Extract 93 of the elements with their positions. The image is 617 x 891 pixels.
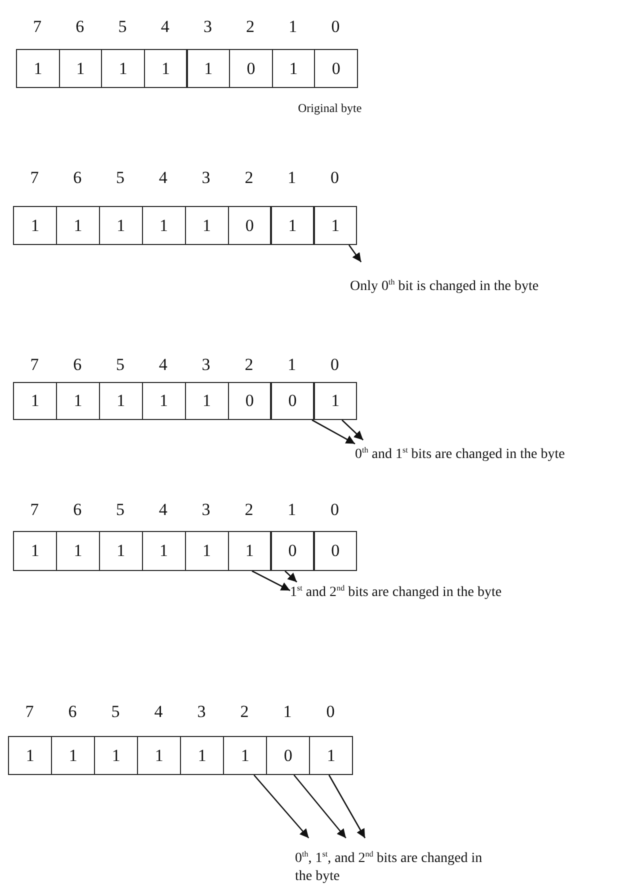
bit-cell: 1 — [180, 736, 224, 775]
bit-cell: 0 — [228, 206, 272, 245]
bit-index: 4 — [158, 168, 168, 188]
arrow — [252, 570, 290, 592]
bit-cell: 1 — [272, 49, 316, 88]
bit-index: 0 — [329, 500, 340, 520]
bit-cell: 1 — [56, 531, 100, 571]
bit-cell: 1 — [186, 49, 230, 88]
bit-cell: 1 — [94, 736, 138, 775]
annotation-text: Only 0$^{th}$ bit is changed in the byte — [350, 278, 540, 296]
bit-index: 7 — [29, 168, 40, 188]
caption-text: Original byte — [298, 100, 362, 116]
bit-cell: 1 — [56, 382, 100, 420]
bit-index: 1 — [286, 168, 298, 188]
bit-index: 4 — [158, 355, 168, 375]
bit-index: 2 — [244, 168, 254, 188]
bit-index: 7 — [32, 17, 43, 37]
bit-index: 5 — [110, 702, 121, 722]
bit-index: 5 — [117, 17, 128, 37]
bit-cell: 1 — [13, 206, 58, 245]
bit-cell: 0 — [266, 736, 310, 775]
arrow — [348, 244, 362, 262]
bit-index: 4 — [153, 702, 164, 722]
bit-cell: 1 — [313, 382, 358, 420]
bit-index: 6 — [72, 500, 83, 520]
arrow — [284, 570, 298, 582]
bit-cell: 1 — [56, 206, 100, 245]
bit-index: 0 — [330, 17, 341, 37]
bit-cell: 1 — [98, 382, 143, 420]
bit-index: 2 — [239, 702, 250, 722]
bit-cell: 1 — [8, 736, 52, 775]
bit-index: 5 — [114, 168, 126, 188]
annotation-text: 0$^{th}$ and 1$^{st}$ bits are changed in the byte — [355, 446, 566, 464]
arrow — [254, 774, 310, 838]
bit-cell: 1 — [142, 206, 186, 245]
bit-cell: 1 — [184, 531, 229, 571]
bit-index: 7 — [29, 500, 40, 520]
bit-cell: 0 — [270, 531, 315, 571]
bit-cell: 0 — [229, 49, 273, 88]
bit-cell: 0 — [313, 531, 358, 571]
bit-index: 1 — [282, 702, 293, 722]
bit-cell: 1 — [142, 382, 186, 420]
bit-cell: 0 — [228, 382, 272, 420]
bit-index: 0 — [325, 702, 336, 722]
annotation-text: 1$^{st}$ and 2$^{nd}$ bits are changed in the byte — [290, 584, 503, 602]
bit-cell: 1 — [51, 736, 96, 775]
bit-index: 5 — [114, 355, 126, 375]
bit-cell: 1 — [184, 206, 229, 245]
arrow — [294, 774, 346, 838]
bit-index: 1 — [286, 500, 298, 520]
bit-cell: 1 — [313, 206, 358, 245]
bit-index: 6 — [67, 702, 78, 722]
bit-index: 7 — [24, 702, 35, 722]
bit-index: 1 — [286, 355, 298, 375]
bit-index: 2 — [244, 355, 254, 375]
bit-cell: 1 — [101, 49, 146, 88]
bit-index: 4 — [158, 500, 168, 520]
arrow — [328, 774, 366, 838]
bit-index: 0 — [329, 168, 340, 188]
bit-index: 3 — [200, 500, 212, 520]
bit-cell: 1 — [13, 531, 58, 571]
bit-cell: 1 — [58, 49, 102, 88]
annotation-text: 0$^{th}$, 1$^{st}$, and 2$^{nd}$ bits are changed in the byte — [295, 850, 484, 886]
bit-index: 3 — [202, 17, 213, 37]
bit-index: 2 — [244, 500, 254, 520]
bit-cell: 1 — [228, 531, 272, 571]
bit-index: 6 — [72, 355, 83, 375]
bit-index: 3 — [200, 168, 212, 188]
bit-cell: 1 — [184, 382, 229, 420]
bit-cell: 0 — [270, 382, 315, 420]
bit-index: 2 — [245, 17, 256, 37]
bit-cell: 1 — [98, 206, 143, 245]
bit-cell: 1 — [144, 49, 188, 88]
bit-cell: 1 — [223, 736, 268, 775]
bit-index: 7 — [29, 355, 40, 375]
bit-index: 4 — [160, 17, 170, 37]
bit-index: 6 — [74, 17, 86, 37]
bit-index: 5 — [114, 500, 126, 520]
bit-cell: 1 — [16, 49, 60, 88]
bit-cell: 1 — [98, 531, 143, 571]
arrow — [312, 419, 356, 444]
bit-cell: 1 — [309, 736, 354, 775]
bit-cell: 1 — [142, 531, 186, 571]
bit-index: 3 — [200, 355, 212, 375]
bit-cell: 1 — [13, 382, 58, 420]
bit-cell: 1 — [270, 206, 315, 245]
arrow — [342, 420, 364, 440]
bit-index: 1 — [288, 17, 298, 37]
bit-index: 3 — [196, 702, 207, 722]
bit-cell: 1 — [137, 736, 182, 775]
bit-index: 6 — [72, 168, 83, 188]
bit-index: 0 — [329, 355, 340, 375]
bit-cell: 0 — [314, 49, 358, 88]
